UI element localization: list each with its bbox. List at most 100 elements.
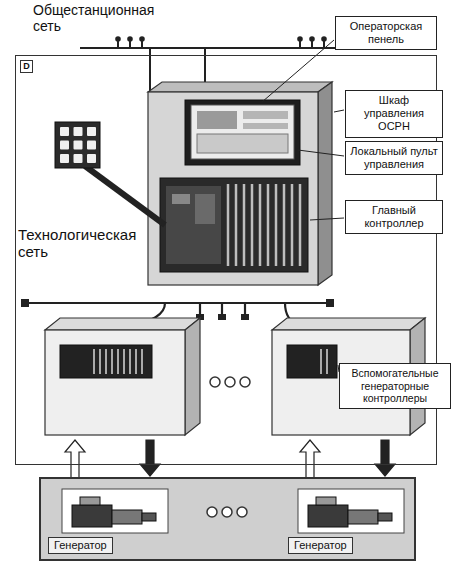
signal-arrow <box>65 440 85 478</box>
rack-slot <box>235 184 238 266</box>
rack-slot <box>259 184 262 266</box>
operator-screen <box>185 100 300 165</box>
keypad-key <box>74 141 83 150</box>
ellipsis-dots <box>237 507 247 517</box>
generator-machine <box>348 510 378 524</box>
callout-box: Вспомогательные генераторные контроллеры <box>339 363 451 409</box>
aux-cabinet <box>45 318 200 330</box>
bus-terminal <box>218 314 226 320</box>
node-text: Генератор <box>294 539 347 552</box>
leader-line <box>334 110 344 112</box>
generator-label: Генератор <box>288 537 353 554</box>
node-text: Шкаф управления ОСРН <box>350 94 438 134</box>
aux-controller-slot <box>135 349 137 374</box>
leader-line <box>310 218 344 220</box>
ellipsis-dots <box>210 377 220 387</box>
callout-box: Шкаф управления ОСРН <box>345 90 443 138</box>
generator-machine <box>72 505 112 527</box>
aux-controller <box>287 345 337 378</box>
generator-hall <box>40 478 415 560</box>
generator-machine <box>72 497 392 527</box>
keypad-key <box>60 154 69 163</box>
keypad-key <box>60 127 69 136</box>
ellipsis-dots <box>225 377 235 387</box>
ellipsis-dots <box>207 507 247 517</box>
keypad-key <box>74 154 83 163</box>
network-label: Технологическая сеть <box>18 226 146 261</box>
aux-controller-slot <box>93 349 95 374</box>
station-bus <box>298 37 302 41</box>
ellipsis-dots <box>240 377 250 387</box>
aux-cabinet <box>45 330 185 435</box>
generator-hall <box>40 478 415 560</box>
main-controller-rack <box>160 178 308 272</box>
keypad-key <box>60 141 69 150</box>
operator-screen <box>185 100 300 165</box>
control-cabinet <box>148 82 332 92</box>
aux-controller-slot <box>99 349 101 374</box>
leader-line <box>298 150 344 156</box>
operator-keypad <box>85 166 165 225</box>
control-cabinet <box>148 92 318 285</box>
callout-box: Главный контроллер <box>345 200 443 234</box>
rack-slot <box>251 184 254 266</box>
station-bus <box>116 37 120 41</box>
aux-controller-slot <box>105 349 107 374</box>
station-bus <box>310 37 314 41</box>
operator-screen <box>243 111 288 119</box>
aux-controller-slot <box>320 349 322 374</box>
rack-slot <box>283 184 286 266</box>
aux-controller <box>60 345 337 378</box>
node-text: Главный контроллер <box>350 204 438 230</box>
rack-slot <box>243 184 246 266</box>
operator-screen <box>197 134 288 153</box>
ellipsis-dots <box>222 507 232 517</box>
control-cabinet <box>148 82 332 285</box>
operator-keypad <box>55 122 165 225</box>
aux-controller-slot <box>117 349 119 374</box>
operator-screen <box>191 105 294 159</box>
generator-hall <box>298 489 404 533</box>
aux-cabinet <box>185 318 200 435</box>
leader-line <box>262 40 334 102</box>
aux-controller <box>60 345 152 378</box>
bus-terminal <box>241 314 249 320</box>
callout-box: Операторская пенель <box>335 16 437 50</box>
main-controller-rack <box>160 178 308 272</box>
aux-controller-slot <box>326 349 328 374</box>
node-text: Вспомогательные генераторные контроллеры <box>344 367 446 405</box>
aux-controller-slot <box>123 349 125 374</box>
keypad-key <box>87 141 96 150</box>
signal-arrow <box>375 440 395 476</box>
rack-slot <box>228 184 300 266</box>
keypad-key <box>87 127 96 136</box>
station-bus <box>322 37 326 41</box>
generator-machine <box>142 513 156 521</box>
bus-terminal <box>326 299 334 307</box>
generator-machine <box>80 497 100 505</box>
rack-slot <box>227 184 230 266</box>
aux-controller-slot <box>111 349 113 374</box>
keypad-key <box>74 127 83 136</box>
node-text: Генератор <box>54 539 107 552</box>
generator-hall <box>62 489 168 533</box>
signal-arrow <box>140 440 160 476</box>
main-controller-rack <box>195 194 215 224</box>
callout-box: Локальный пульт управления <box>345 141 443 175</box>
generator-machine <box>316 497 336 505</box>
rack-slot <box>275 184 278 266</box>
generator-machine <box>378 513 392 521</box>
signal-arrow <box>300 440 320 478</box>
ellipsis-dots <box>210 377 250 387</box>
station-bus <box>128 37 132 41</box>
keypad-key <box>87 154 96 163</box>
station-bus <box>140 37 144 41</box>
generator-machine <box>308 505 348 527</box>
keypad-key <box>60 127 96 163</box>
control-cabinet <box>318 82 332 285</box>
rack-slot <box>267 184 270 266</box>
frame-badge: D <box>20 60 33 73</box>
network-label: Общестанционная сеть <box>33 2 161 34</box>
